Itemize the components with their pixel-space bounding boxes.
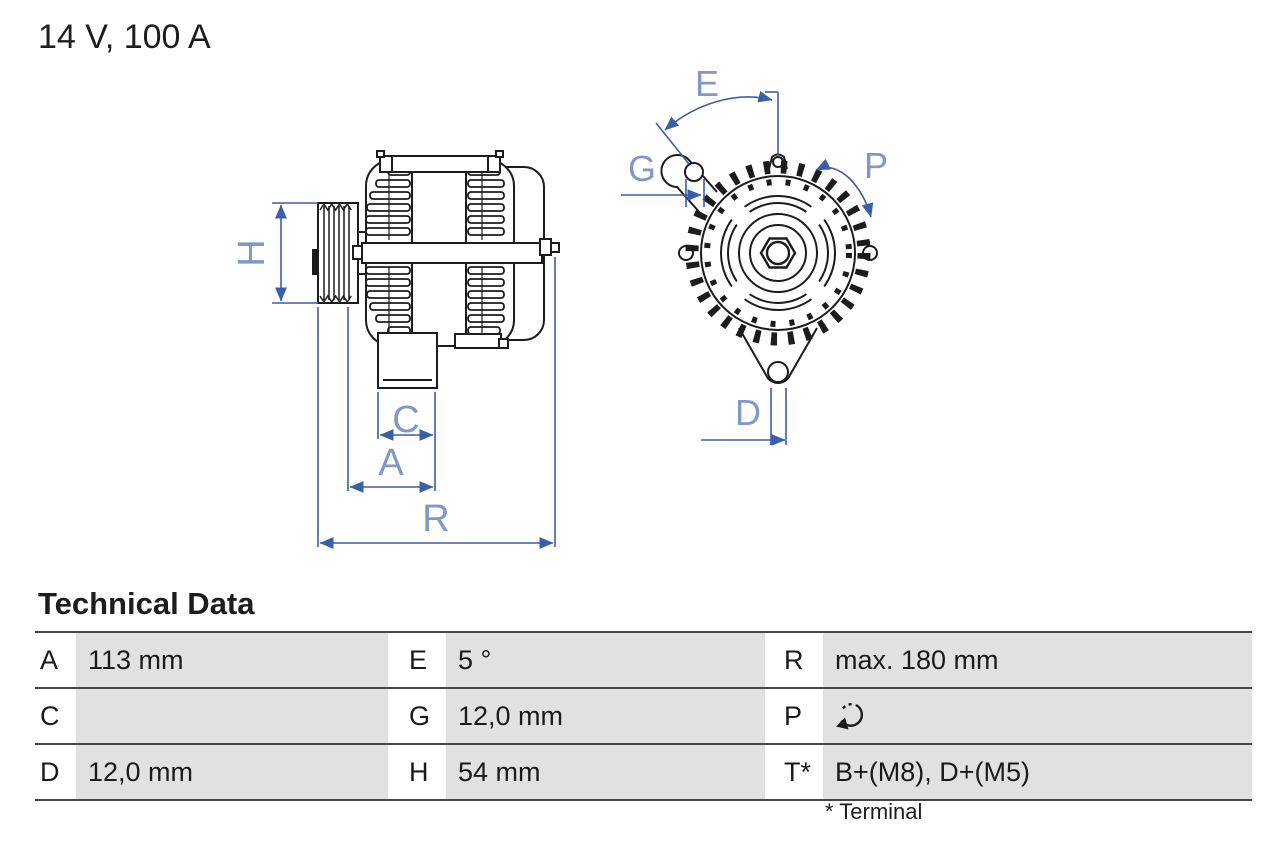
dimension-arc-e [664, 90, 773, 131]
rotation-direction-icon [836, 702, 864, 730]
dim-value-a: 113 mm [76, 633, 388, 687]
shaft-end [312, 249, 318, 275]
technical-data-table: A 113 mm E 5 ° R max. 180 mm C G 12,0 mm… [35, 631, 1252, 801]
front-view [660, 153, 878, 384]
top-lug [379, 155, 501, 173]
dim-value-h: 54 mm [446, 745, 765, 799]
pulley-groove-bottom [319, 294, 352, 304]
dim-key-g: G [388, 689, 446, 743]
dim-value-c [76, 689, 388, 743]
dim-key-p: P [765, 689, 823, 743]
dim-key-a: A [35, 633, 76, 687]
dimension-label-d: D [735, 392, 761, 433]
fins-lower-right [467, 266, 505, 335]
dim-key-d: D [35, 745, 76, 799]
dimension-label-a: A [378, 442, 404, 484]
side-view-dimension-labels: H C A R [231, 239, 450, 540]
dim-value-e: 5 ° [446, 633, 765, 687]
dimension-label-g: G [628, 148, 656, 189]
dim-key-c: C [35, 689, 76, 743]
table-row: A 113 mm E 5 ° R max. 180 mm [35, 631, 1252, 687]
front-view-dimensions [621, 90, 874, 446]
dim-key-r: R [765, 633, 823, 687]
dimension-label-e: E [695, 63, 719, 104]
terminal-b-plus [539, 238, 552, 256]
dim-value-p [823, 689, 1252, 743]
bottom-lug [454, 333, 502, 349]
section-heading: Technical Data [38, 586, 255, 621]
shaft-nut [759, 237, 797, 269]
dim-value-r: max. 180 mm [823, 633, 1252, 687]
table-row: C G 12,0 mm P [35, 687, 1252, 743]
dimension-label-c: C [392, 399, 419, 441]
pulley-groove-top [319, 202, 352, 212]
side-view [312, 150, 560, 389]
fins-lower-left [365, 266, 411, 335]
alternator-technical-drawing: H C A R [231, 63, 888, 549]
fan-teeth-ring [685, 160, 871, 346]
fins-upper-left [365, 167, 411, 236]
rotation-arrow-p [815, 158, 874, 218]
mounting-block [377, 332, 438, 389]
dimension-label-p: P [864, 145, 888, 186]
front-view-dimension-labels: E G P D [628, 63, 888, 433]
dim-key-e: E [388, 633, 446, 687]
dim-key-t: T* [765, 745, 823, 799]
dimension-label-h: H [231, 239, 273, 266]
dim-value-t: B+(M8), D+(M5) [823, 745, 1252, 799]
side-view-dimensions [272, 202, 556, 549]
dim-value-d: 12,0 mm [76, 745, 388, 799]
through-bolt-band [361, 242, 543, 264]
dim-key-h: H [388, 745, 446, 799]
dimension-label-r: R [422, 498, 449, 540]
dim-value-g: 12,0 mm [446, 689, 765, 743]
page-title: 14 V, 100 A [38, 18, 211, 56]
table-row: D 12,0 mm H 54 mm T* B+(M8), D+(M5) [35, 743, 1252, 799]
terminal-footnote: * Terminal [825, 799, 923, 824]
